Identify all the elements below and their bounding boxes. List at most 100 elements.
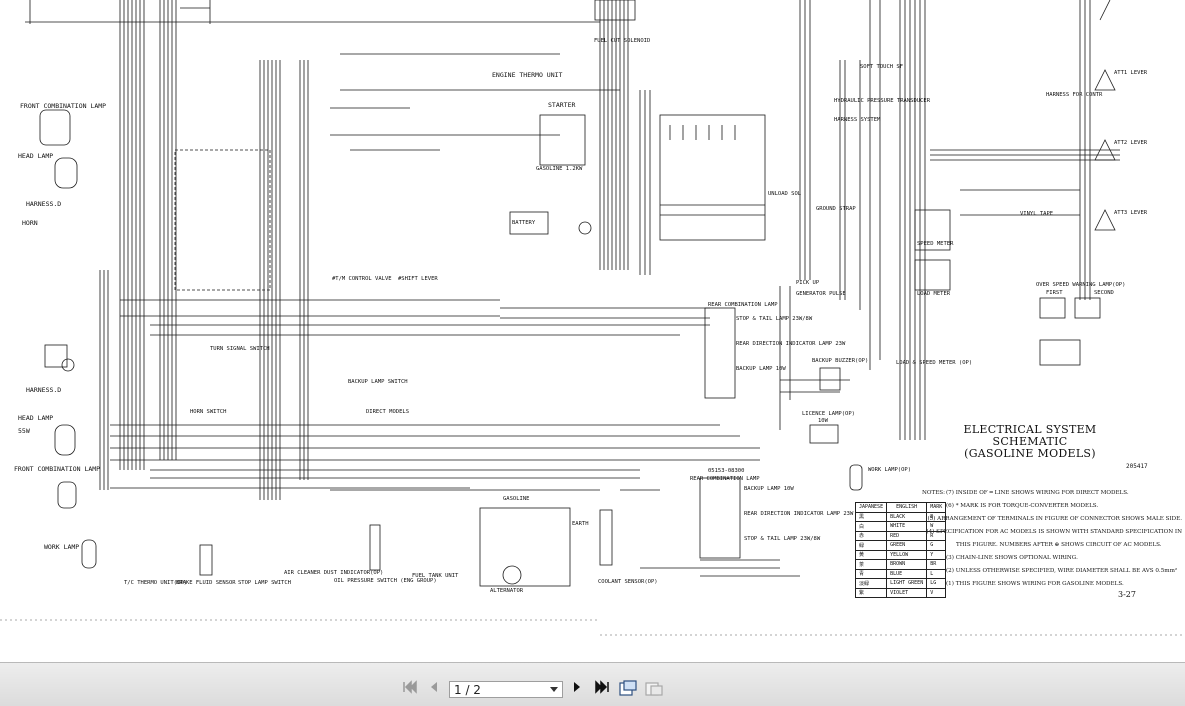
- table-cell: Y: [926, 549, 947, 560]
- label-licence-lamp-watt: 10W: [818, 418, 829, 424]
- label-load-speed-meter: LOAD & SPEED METER (OP): [896, 360, 972, 366]
- label-shift-lever: #SHIFT LEVER: [398, 276, 438, 282]
- label-battery: BATTERY: [512, 220, 536, 226]
- label-speed-meter: SPEED METER: [917, 241, 954, 247]
- table-cell: R: [926, 530, 947, 541]
- label-front-combination-lamp-bottom: FRONT COMBINATION LAMP: [14, 465, 100, 473]
- rotate-button[interactable]: [643, 679, 665, 697]
- table-cell: B: [926, 511, 947, 522]
- note-item: THIS FIGURE. NUMBERS AFTER ⊕ SHOWS CIRCU…: [956, 542, 1162, 548]
- last-page-button[interactable]: [591, 679, 613, 695]
- table-cell: 紫: [854, 587, 888, 598]
- label-stop-tail-lamp-bottom: STOP & TAIL LAMP 23W/8W: [744, 536, 821, 542]
- note-item: (1) THIS FIGURE SHOWS WIRING FOR GASOLIN…: [946, 581, 1124, 587]
- table-cell: GREEN: [886, 540, 928, 551]
- label-alternator: ALTERNATOR: [490, 588, 524, 594]
- label-head-lamp-bottom: HEAD LAMP: [18, 414, 53, 422]
- label-earth: EARTH: [572, 521, 589, 527]
- note-item: (3) CHAIN-LINE SHOWS OPTIONAL WIRING.: [946, 555, 1078, 561]
- chevron-down-icon: [550, 686, 558, 692]
- document-viewer[interactable]: FRONT COMBINATION LAMP HEAD LAMP HARNESS…: [0, 0, 1185, 662]
- label-harness-for-contr: HARNESS FOR CONTR: [1046, 92, 1103, 98]
- title-line-2: (GASOLINE MODELS): [964, 447, 1096, 460]
- label-fuel-tank-unit: FUEL TANK UNIT: [412, 573, 459, 579]
- label-att2-lever: ATT2 LEVER: [1114, 140, 1148, 146]
- label-att3-lever: ATT3 LEVER: [1114, 210, 1148, 216]
- table-cell: RED: [886, 530, 928, 541]
- previous-page-icon: [431, 682, 437, 692]
- label-att1-lever: ATT1 LEVER: [1114, 70, 1148, 76]
- label-head-lamp-watt: 55W: [18, 427, 30, 435]
- label-stop-lamp-switch: STOP LAMP SWITCH: [238, 580, 291, 586]
- previous-page-button[interactable]: [424, 679, 444, 695]
- label-backup-lamp-switch: BACKUP LAMP SWITCH: [348, 379, 408, 385]
- label-ground-strap: GROUND STRAP: [816, 206, 856, 212]
- table-cell: 茶: [854, 559, 888, 570]
- label-stop-tail-lamp-top: STOP & TAIL LAMP 23W/8W: [736, 316, 813, 322]
- table-header: MARK: [926, 502, 947, 513]
- table-cell: V: [926, 587, 947, 598]
- label-load-meter: LOAD METER: [917, 291, 951, 297]
- table-header: ENGLISH: [886, 502, 928, 513]
- label-gasoline-1-2kw: GASOLINE 1.2KW: [536, 166, 583, 172]
- fit-page-icon: [619, 680, 637, 696]
- table-cell: G: [926, 540, 947, 551]
- label-fuel-cut-solenoid: FUEL CUT SOLENOID: [594, 38, 650, 44]
- table-cell: BLACK: [886, 511, 928, 522]
- table-cell: VIOLET: [886, 587, 928, 598]
- label-part-number: 05153-08300: [708, 468, 744, 474]
- table-cell: W: [926, 521, 947, 532]
- label-turn-signal-switch: TURN SIGNAL SWITCH: [210, 346, 270, 352]
- label-tc-thermo-unit: T/C THERMO UNIT(OP): [124, 580, 187, 586]
- label-starter: STARTER: [548, 101, 575, 109]
- table-cell: L: [926, 568, 947, 579]
- label-direct-models: DIRECT MODELS: [366, 409, 409, 415]
- label-horn-switch: HORN SWITCH: [190, 409, 226, 415]
- first-page-button[interactable]: [400, 679, 420, 695]
- table-cell: 黒: [854, 511, 888, 522]
- label-backup-buzzer: BACKUP BUZZER(OP): [812, 358, 868, 364]
- label-air-cleaner: AIR CLEANER DUST INDICATOR(OP): [284, 570, 383, 576]
- note-item: (2) UNLESS OTHERWISE SPECIFIED, WIRE DIA…: [946, 568, 1178, 574]
- label-work-lamp-right: WORK LAMP(OP): [868, 467, 911, 473]
- page-number-select[interactable]: 1 / 2: [449, 681, 563, 698]
- table-cell: 赤: [854, 530, 888, 541]
- table-cell: BR: [926, 559, 947, 570]
- label-backup-lamp-bottom: BACKUP LAMP 10W: [744, 486, 794, 492]
- label-licence-lamp: LICENCE LAMP(OP): [802, 411, 855, 417]
- drawing-number: 205417: [1126, 463, 1148, 470]
- label-gasoline: GASOLINE: [503, 496, 530, 502]
- table-cell: 黄: [854, 549, 888, 560]
- table-cell: WHITE: [886, 521, 928, 532]
- table-header: JAPANESE: [854, 502, 888, 513]
- schematic-drawing: FRONT COMBINATION LAMP HEAD LAMP HARNESS…: [0, 0, 1185, 636]
- label-rear-direction-indicator-lamp-top: REAR DIRECTION INDICATOR LAMP 23W: [736, 341, 846, 347]
- label-harness-system: HARNESS SYSTEM: [834, 117, 881, 123]
- label-rear-direction-indicator-lamp-bottom: REAR DIRECTION INDICATOR LAMP 23W: [744, 511, 854, 517]
- label-first: FIRST: [1046, 290, 1063, 296]
- label-tm-control-valve: #T/M CONTROL VALVE: [332, 276, 392, 282]
- label-oil-pressure-switch: OIL PRESSURE SWITCH (ENG GROUP): [334, 578, 437, 584]
- next-page-button[interactable]: [567, 679, 587, 695]
- fit-page-button[interactable]: [617, 679, 639, 697]
- table-cell: BROWN: [886, 559, 928, 570]
- label-horn: HORN: [22, 219, 38, 227]
- table-cell: 白: [854, 521, 888, 532]
- page-indicator: 1 / 2: [454, 682, 481, 697]
- table-cell: 淡緑: [854, 578, 888, 589]
- viewer-toolbar: 1 / 2: [0, 662, 1185, 706]
- note-item: (6) * MARK IS FOR TORQUE-CONVERTER MODEL…: [946, 503, 1099, 509]
- label-generator-pulse: GENERATOR PULSE: [796, 291, 846, 297]
- label-work-lamp-left: WORK LAMP: [44, 543, 79, 551]
- last-page-icon: [595, 680, 609, 694]
